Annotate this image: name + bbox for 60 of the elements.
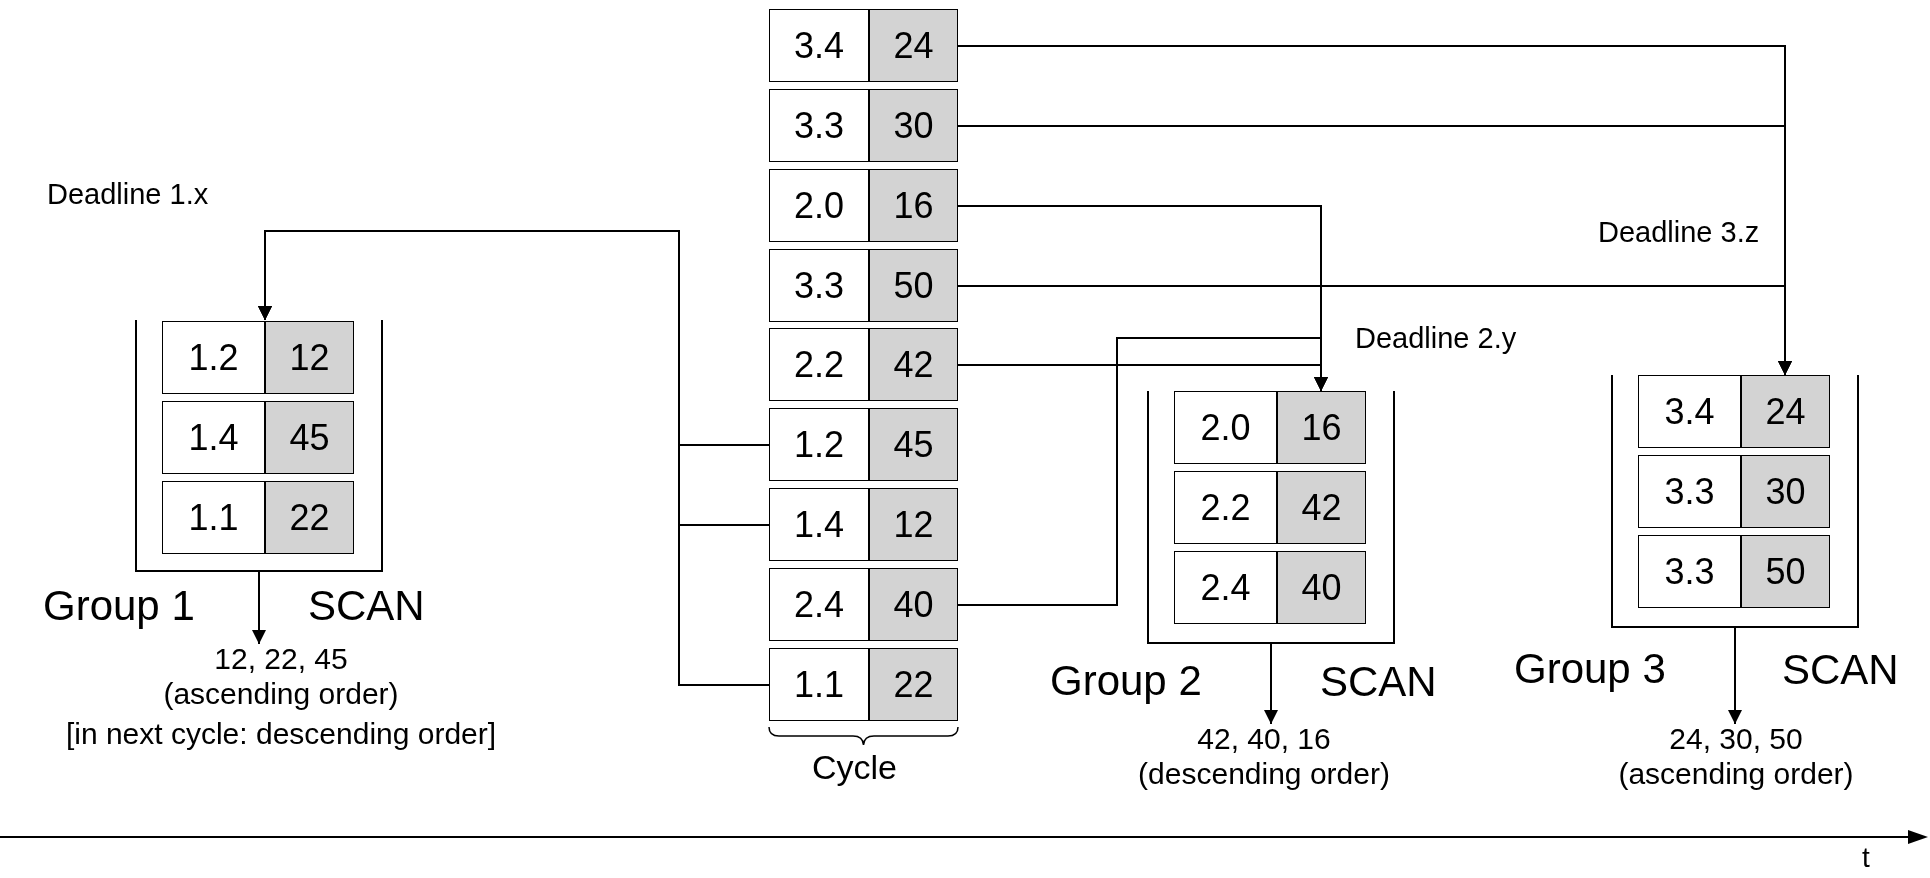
group-label: Group 1 — [43, 582, 195, 630]
result-text: 42, 40, 16 — [1196, 724, 1332, 754]
arrow — [252, 571, 266, 645]
task-id-cell: 1.4 — [162, 401, 265, 474]
deadline-label: Deadline 3.z — [1598, 216, 1760, 249]
deadline-cell: 16 — [869, 169, 958, 242]
cycle-label: Cycle — [812, 748, 898, 787]
deadline-cell: 42 — [869, 328, 958, 401]
scan-label: SCAN — [308, 582, 425, 630]
deadline-cell: 40 — [1277, 551, 1366, 624]
task-id-cell: 3.3 — [769, 89, 869, 162]
task-id-cell: 3.3 — [1638, 535, 1741, 608]
deadline-cell: 22 — [265, 481, 354, 554]
deadline-label: Deadline 1.x — [47, 178, 209, 211]
result-text: 12, 22, 45 — [213, 644, 349, 674]
deadline-cell: 12 — [869, 488, 958, 561]
result-text: (descending order) — [1137, 756, 1391, 792]
task-id-cell: 1.2 — [769, 408, 869, 481]
deadline-cell: 42 — [1277, 471, 1366, 544]
task-id-cell: 2.0 — [769, 169, 869, 242]
task-id-cell: 3.4 — [769, 9, 869, 82]
group-label: Group 3 — [1514, 645, 1666, 693]
axis-label: t — [1862, 842, 1870, 874]
task-id-cell: 1.1 — [162, 481, 265, 554]
arrow — [957, 285, 1792, 376]
deadline-label: Deadline 2.y — [1355, 322, 1517, 355]
arrow — [1728, 627, 1742, 725]
deadline-cell: 40 — [869, 568, 958, 641]
task-id-cell: 2.2 — [769, 328, 869, 401]
group-label: Group 2 — [1050, 657, 1202, 705]
task-id-cell: 1.1 — [769, 648, 869, 721]
deadline-cell: 16 — [1277, 391, 1366, 464]
result-text: [in next cycle: descending order] — [64, 716, 498, 752]
scan-label: SCAN — [1320, 658, 1437, 706]
deadline-cell: 45 — [869, 408, 958, 481]
task-id-cell: 3.3 — [1638, 455, 1741, 528]
deadline-cell: 24 — [1741, 375, 1830, 448]
task-id-cell: 2.4 — [1174, 551, 1277, 624]
deadline-cell: 50 — [1741, 535, 1830, 608]
deadline-cell: 30 — [869, 89, 958, 162]
arrow — [258, 230, 770, 686]
result-text: 24, 30, 50 — [1668, 724, 1804, 754]
task-id-cell: 2.0 — [1174, 391, 1277, 464]
deadline-cell: 45 — [265, 401, 354, 474]
deadline-cell: 22 — [869, 648, 958, 721]
deadline-cell: 24 — [869, 9, 958, 82]
task-id-cell: 3.3 — [769, 249, 869, 322]
result-text: (ascending order) — [162, 676, 400, 712]
scan-label: SCAN — [1782, 646, 1899, 694]
deadline-cell: 12 — [265, 321, 354, 394]
task-id-cell: 1.4 — [769, 488, 869, 561]
arrow — [957, 337, 1328, 606]
arrow — [1264, 643, 1278, 725]
task-id-cell: 1.2 — [162, 321, 265, 394]
deadline-cell: 50 — [869, 249, 958, 322]
task-id-cell: 3.4 — [1638, 375, 1741, 448]
task-id-cell: 2.4 — [769, 568, 869, 641]
result-text: (ascending order) — [1617, 756, 1855, 792]
deadline-cell: 30 — [1741, 455, 1830, 528]
task-id-cell: 2.2 — [1174, 471, 1277, 544]
